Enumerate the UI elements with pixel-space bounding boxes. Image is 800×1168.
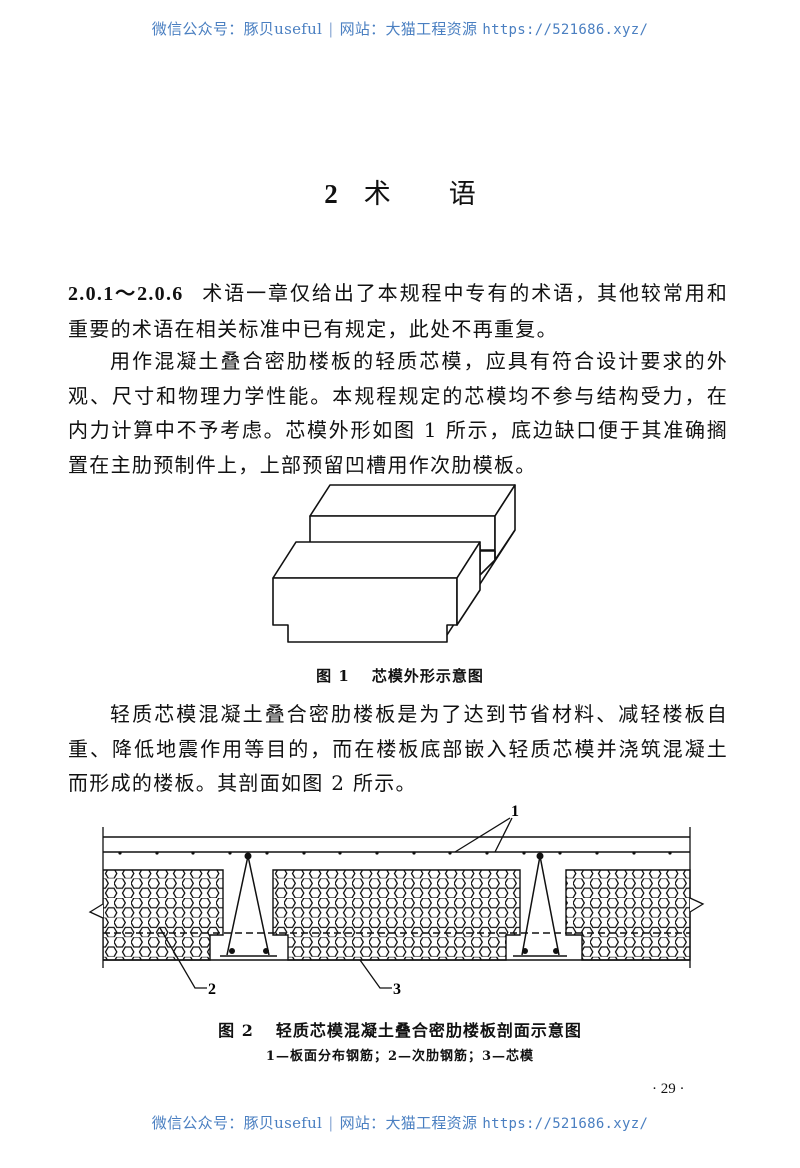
- page-number: · 29 ·: [652, 1081, 685, 1097]
- label-1: 1: [511, 803, 519, 820]
- distribution-rebar-dots: [118, 851, 672, 855]
- chapter-number: 2: [324, 179, 338, 209]
- watermark-separator: |: [328, 1114, 334, 1132]
- watermark-site: 网站：大猫工程资源: [339, 1114, 478, 1132]
- watermark-url[interactable]: https://521686.xyz/: [482, 1116, 649, 1132]
- chapter-title-char-2: 语: [448, 179, 476, 210]
- watermark-wechat: 微信公众号：豚贝useful: [151, 20, 323, 38]
- core-mold-left: [103, 869, 224, 961]
- core-mold-right: [565, 869, 691, 961]
- clause-number: 2.0.1～2.0.6: [68, 283, 184, 305]
- paragraph-text: 术语一章仅给出了本规程中专有的术语，其他较常用和重要的术语在相关标准中已有规定，…: [68, 281, 728, 341]
- paragraph-composite-slab: 轻质芯模混凝土叠合密肋楼板是为了达到节省材料、减轻楼板自重、降低地震作用等目的，…: [68, 702, 728, 795]
- label-3: 3: [393, 981, 401, 998]
- watermark-footer: 微信公众号：豚贝useful | 网站：大猫工程资源 https://521686.…: [0, 1112, 800, 1133]
- paragraph-core-mold: 用作混凝土叠合密肋楼板的轻质芯模，应具有符合设计要求的外观、尺寸和物理力学性能。…: [68, 349, 728, 477]
- chapter-title-char-1: 术: [363, 179, 391, 210]
- figure-1-core-mold-drawing: [272, 484, 516, 643]
- watermark-header: 微信公众号：豚贝useful | 网站：大猫工程资源 https://521686.…: [0, 18, 800, 39]
- figure-2-title: 轻质芯模混凝土叠合密肋楼板剖面示意图: [275, 1021, 582, 1040]
- figure-1-number: 图 1: [316, 667, 350, 685]
- figure-1-title: 芯模外形示意图: [371, 667, 484, 685]
- core-mold-middle: [272, 869, 521, 961]
- figure-1-caption: 图 1 芯模外形示意图: [0, 665, 800, 686]
- watermark-site: 网站：大猫工程资源: [339, 20, 478, 38]
- figure-2-legend: 1—板面分布钢筋；2—次肋钢筋；3—芯模: [265, 1049, 535, 1064]
- watermark-url[interactable]: https://521686.xyz/: [482, 22, 649, 38]
- figure-2-caption: 图 2 轻质芯模混凝土叠合密肋楼板剖面示意图: [0, 1017, 800, 1041]
- watermark-separator: |: [328, 20, 334, 38]
- label-2: 2: [208, 981, 216, 998]
- figure-2-section-drawing: 1 2 3: [88, 803, 705, 998]
- watermark-wechat: 微信公众号：豚贝useful: [151, 1114, 323, 1132]
- figure-2-number: 图 2: [218, 1021, 254, 1040]
